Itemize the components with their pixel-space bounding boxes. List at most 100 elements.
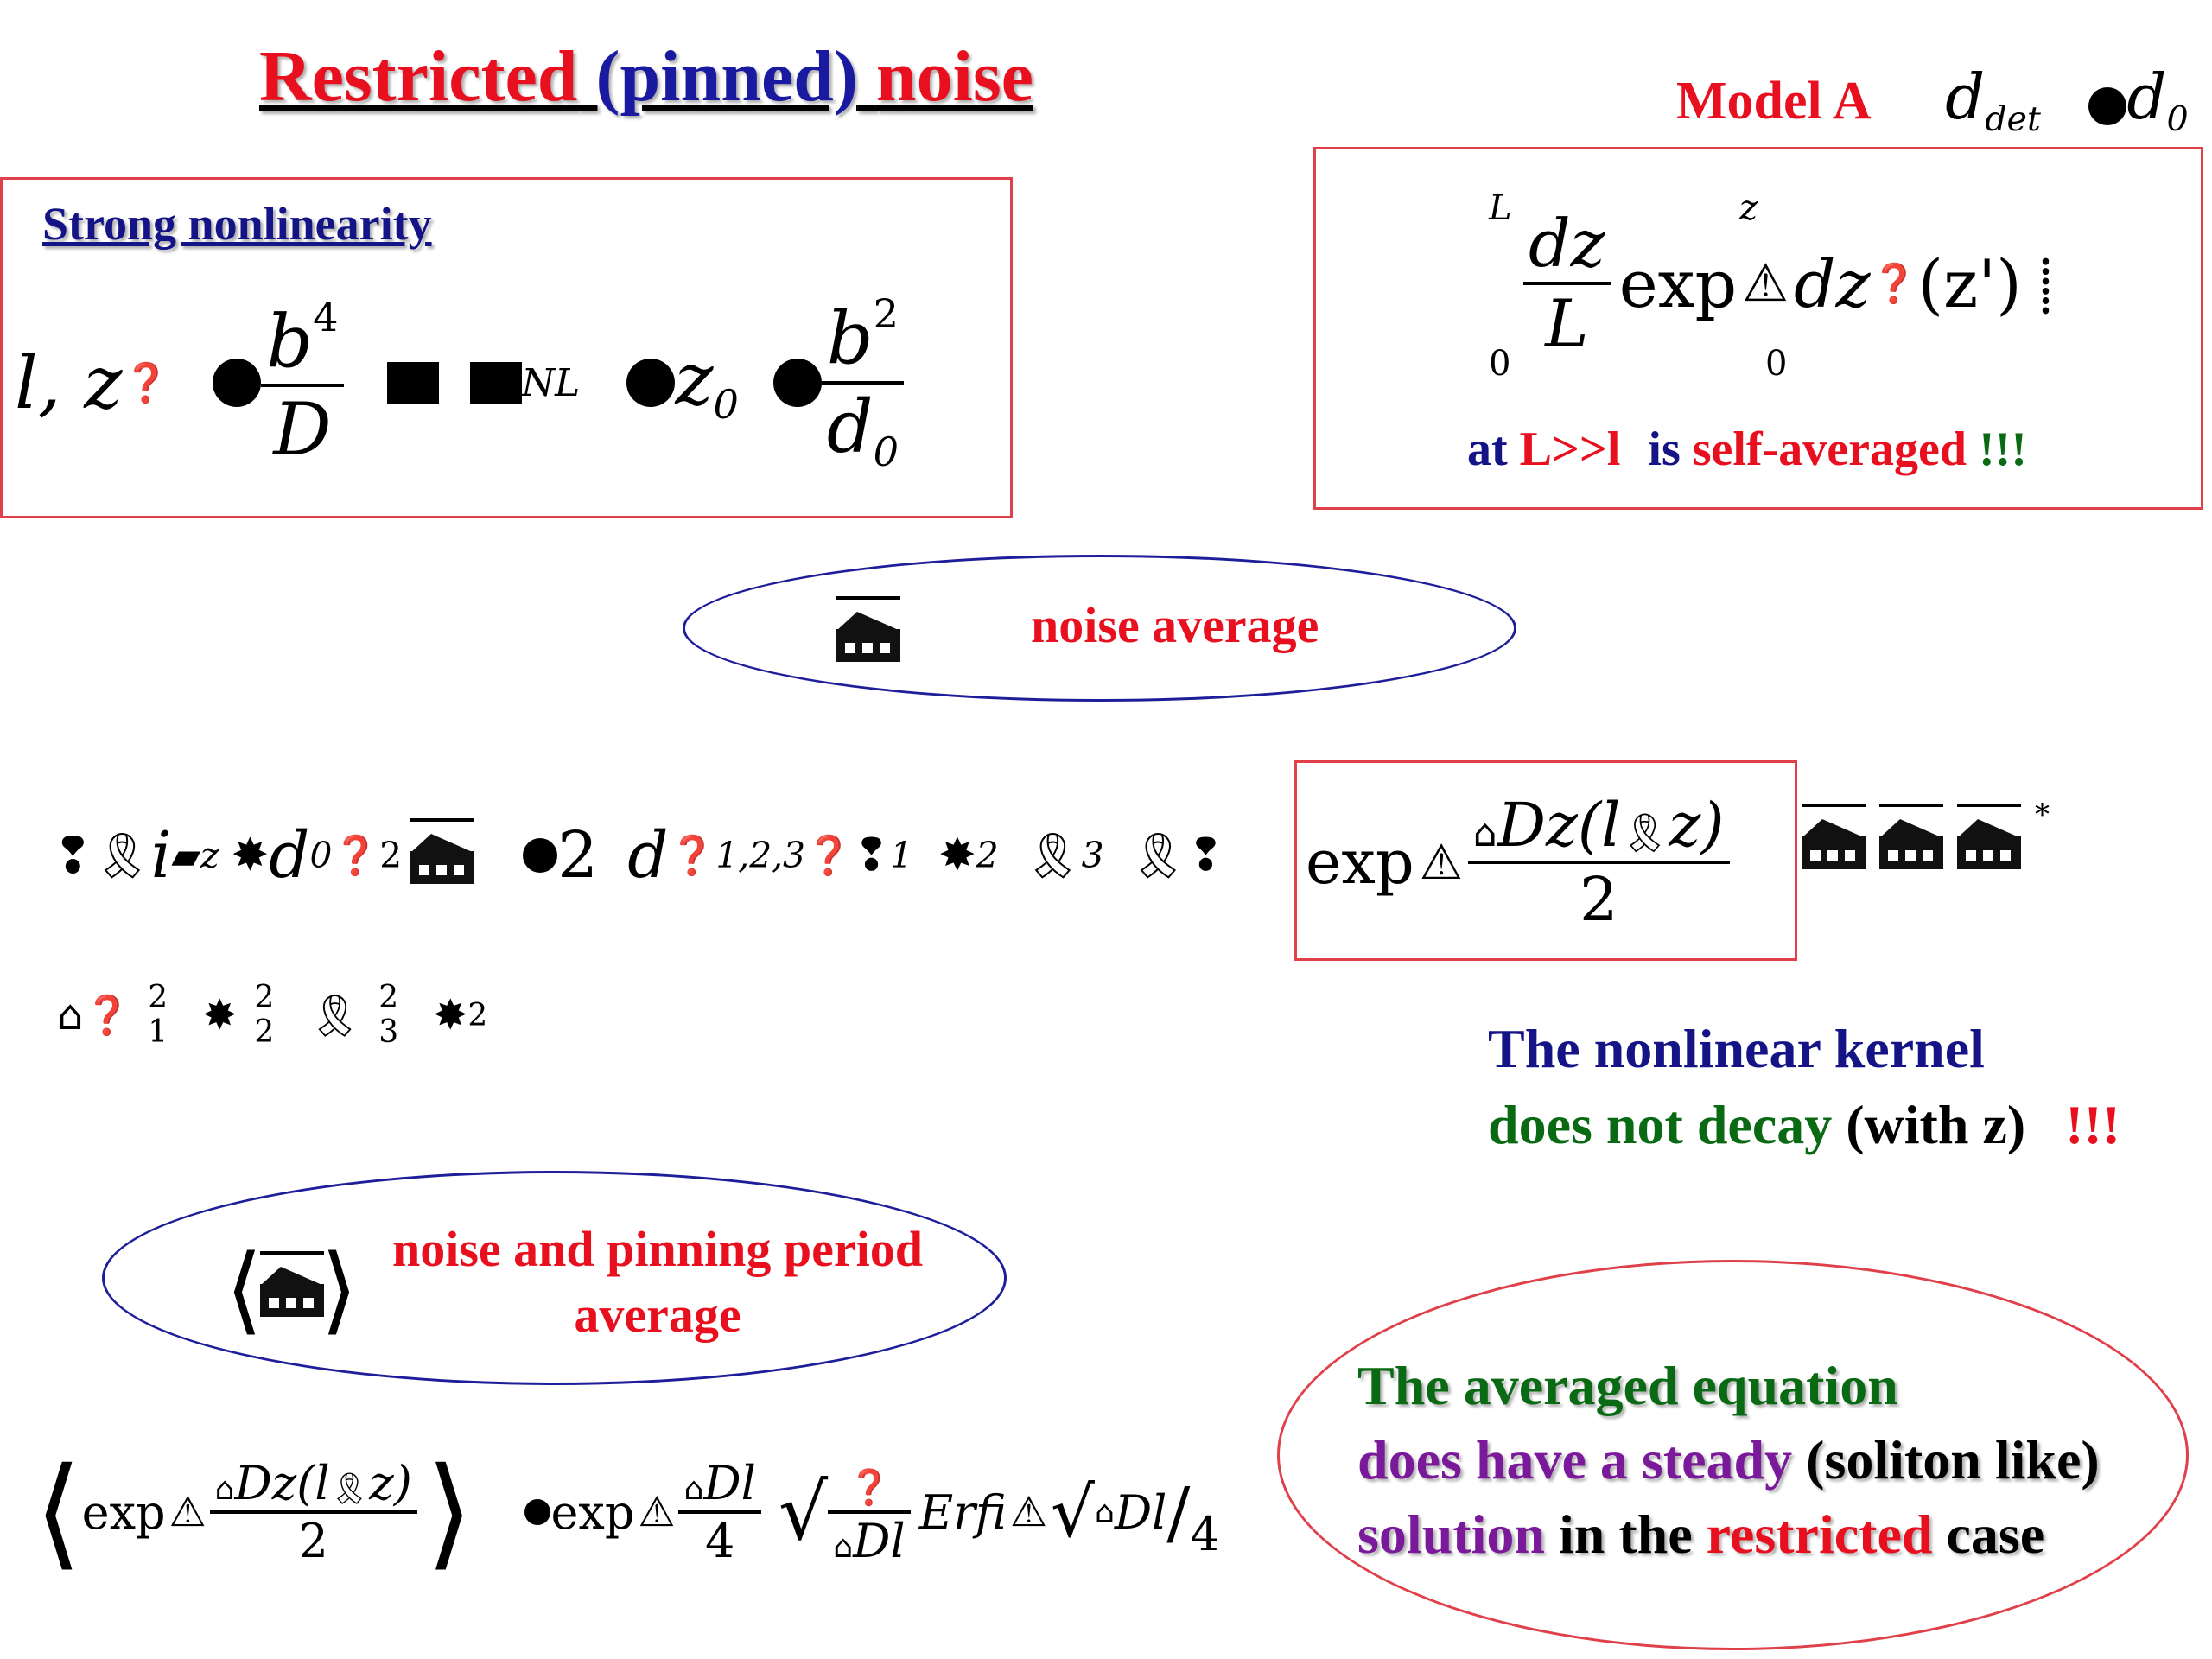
square-icon <box>469 362 522 404</box>
exp-text: exp <box>1306 827 1414 898</box>
factory-icon <box>1957 804 2021 869</box>
splat-icon: ✸ <box>433 991 468 1039</box>
warning-triangle-icon: ⚠ <box>638 1488 676 1536</box>
title-restricted: Restricted <box>259 36 578 117</box>
conjugate-star: * <box>2035 798 2050 832</box>
bullet-icon <box>523 838 558 873</box>
b4-over-D: b4 D <box>261 294 344 472</box>
factory-icon <box>410 818 475 884</box>
zero-subscript: 0 <box>309 835 333 876</box>
bandage-icon: ▰ <box>171 833 201 878</box>
exp-text: exp <box>550 1484 635 1540</box>
ribbon-icon: 🎗 <box>93 830 151 882</box>
kernel-fraction: ⌂Dz(l🎗z) 2 <box>1467 790 1730 935</box>
warning-triangle-icon: ⚠ <box>1742 253 1789 314</box>
dz-prime: dz <box>1794 245 1871 322</box>
ribbon-icon: 🎗 <box>1620 811 1669 855</box>
splat-icon: ✸ <box>938 830 976 881</box>
index-3: 3 <box>1081 835 1104 876</box>
left-angle-bracket: ⟨ <box>226 1234 263 1344</box>
d-measure: d <box>627 818 669 893</box>
nl-subscript: NL <box>521 360 581 405</box>
balloon-icon: ❢ <box>52 826 94 885</box>
title-pinned: (pinned) <box>595 36 858 117</box>
bullet-icon <box>524 1499 551 1525</box>
kernel-note-line1: The nonlinear kernel <box>1488 1018 1985 1079</box>
pinning-average-ellipse: ⟨ ⟩ noise and pinning period average <box>102 1171 1007 1385</box>
strong-nonlinearity-heading: Strong nonlinearity <box>42 198 432 250</box>
conclusion-ellipse: The averaged equation does have a steady… <box>1277 1260 2189 1650</box>
d-symbol: d <box>269 818 310 893</box>
slash-symbol: / <box>1166 1471 1191 1553</box>
bullet-icon <box>213 359 262 407</box>
z0-symbol: z0 <box>675 337 739 429</box>
conjugate-factors: * <box>1802 798 2050 869</box>
missing-glyph-icon: ❓ <box>668 834 716 878</box>
bullet-icon <box>2088 86 2127 125</box>
sqrt-icon: √ <box>1050 1471 1095 1553</box>
bottom-equation: ⟨ exp ⚠ ⌂Dz(l🎗z) 2 ⟩ exp ⚠ ⌂Dl 4 √ ❓ ⌂Dl… <box>35 1434 1220 1590</box>
bullet-icon <box>626 359 676 407</box>
bracket-icon: ⸽ <box>2038 256 2053 316</box>
square-superscript: 2 <box>467 997 488 1033</box>
conclusion-text: The averaged equation does have a steady… <box>1357 1349 2100 1572</box>
factory-icon <box>260 1251 324 1317</box>
slide-title: Restricted (pinned) noise <box>259 35 1033 118</box>
sqrt-icon: √ <box>778 1466 829 1558</box>
right-angle-bracket: ⟩ <box>321 1234 358 1344</box>
exp-text: exp <box>1618 245 1738 322</box>
factory-icon <box>1879 804 1943 869</box>
noise-average-ellipse: noise average <box>683 555 1516 702</box>
two-coefficient: 2 <box>557 818 599 893</box>
warning-triangle-icon: ⚠ <box>168 1488 207 1536</box>
nonlinearity-equation: l, z ❓ b4 D NL z0 b2 d0 <box>15 275 905 491</box>
d-zero: d0 <box>2126 60 2189 139</box>
bullet-icon <box>772 359 822 407</box>
index-1: 1 <box>890 835 913 876</box>
erfi-text: Erfi <box>918 1484 1007 1540</box>
inner-upper-limit: z <box>1739 188 1758 228</box>
model-a-equation: dz L exp ⚠ dz ❓ (z') ⸽ <box>1523 197 2052 370</box>
splat-icon: ✸ <box>231 830 270 881</box>
i-symbol: i <box>150 818 172 893</box>
warning-triangle-icon: ⚠ <box>1419 834 1463 891</box>
bottom-fraction-1: ⌂Dz(l🎗z) 2 <box>209 1456 417 1568</box>
dl-symbol: Dl <box>1114 1484 1167 1540</box>
four-denominator: 4 <box>1190 1506 1220 1561</box>
square-icon <box>386 362 439 404</box>
model-a-text: Model A <box>1676 72 1872 130</box>
kernel-equation: exp ⚠ ⌂Dz(l🎗z) 2 <box>1306 780 1730 944</box>
bottom-fraction-2: ⌂Dl 4 <box>678 1456 761 1568</box>
warning-triangle-icon: ⚠ <box>1009 1488 1047 1536</box>
missing-glyph-icon: ❓ <box>1870 262 1918 306</box>
exp-text: exp <box>81 1484 166 1540</box>
splat-icon: ✸ <box>202 991 238 1039</box>
self-averaged-note: at L>>l is self-averaged !!! <box>1467 423 2027 476</box>
missing-glyph-icon: ❓ <box>83 994 131 1038</box>
factory-icon <box>836 596 900 662</box>
right-angle-bracket: ⟩ <box>425 1441 474 1583</box>
b2-over-d0: b2 d0 <box>821 290 905 475</box>
strong-nonlinearity-box: Strong nonlinearity l, z ❓ b4 D NL z0 b2… <box>0 177 1013 518</box>
kernel-note-line2: does not decay (with z) !!! <box>1488 1094 2121 1155</box>
ribbon-icon: 🎗 <box>308 991 362 1040</box>
integral-upper-limit: L <box>1489 188 1512 228</box>
z-subscript: z <box>200 835 219 876</box>
ribbon-icon: 🎗 <box>1129 830 1187 882</box>
bottom-fraction-3: ❓ ⌂Dl <box>828 1456 911 1568</box>
balloon-icon: ❢ <box>852 830 891 881</box>
index-2: 2 <box>976 835 999 876</box>
missing-glyph-icon: ❓ <box>122 361 170 405</box>
conclusion-line1: The averaged equation <box>1357 1355 1898 1416</box>
missing-glyph-icon: ❓ <box>332 834 380 878</box>
ribbon-icon: 🎗 <box>1024 830 1082 882</box>
l-z-symbol: l, z <box>15 340 123 425</box>
inner-lower-limit: 0 <box>1765 344 1788 384</box>
factory-icon <box>1802 804 1866 869</box>
integral-lower-limit: 0 <box>1489 344 1511 384</box>
